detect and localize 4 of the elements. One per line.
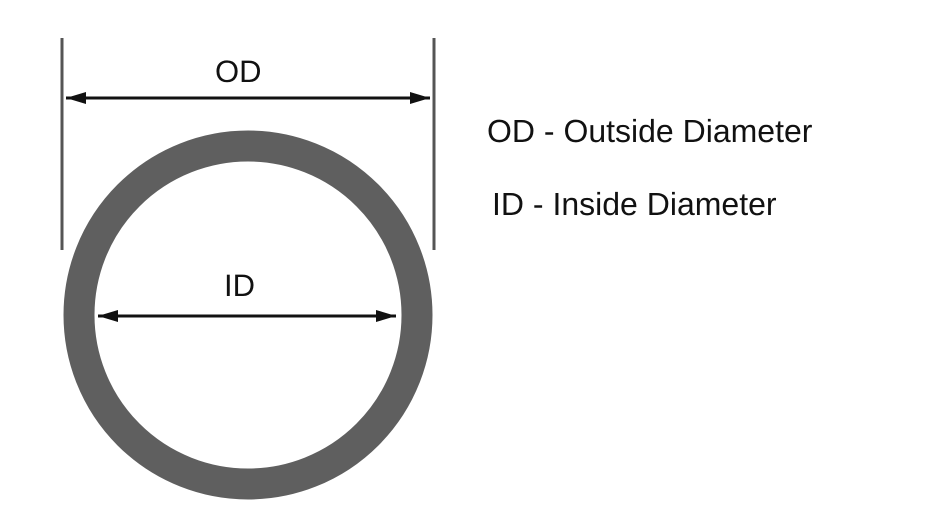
dimension-label: OD — [215, 56, 262, 87]
dimension-label: ID — [224, 270, 255, 301]
definition-text: OD - Outside Diameter — [487, 115, 812, 147]
definition-text: ID - Inside Diameter — [492, 188, 777, 220]
